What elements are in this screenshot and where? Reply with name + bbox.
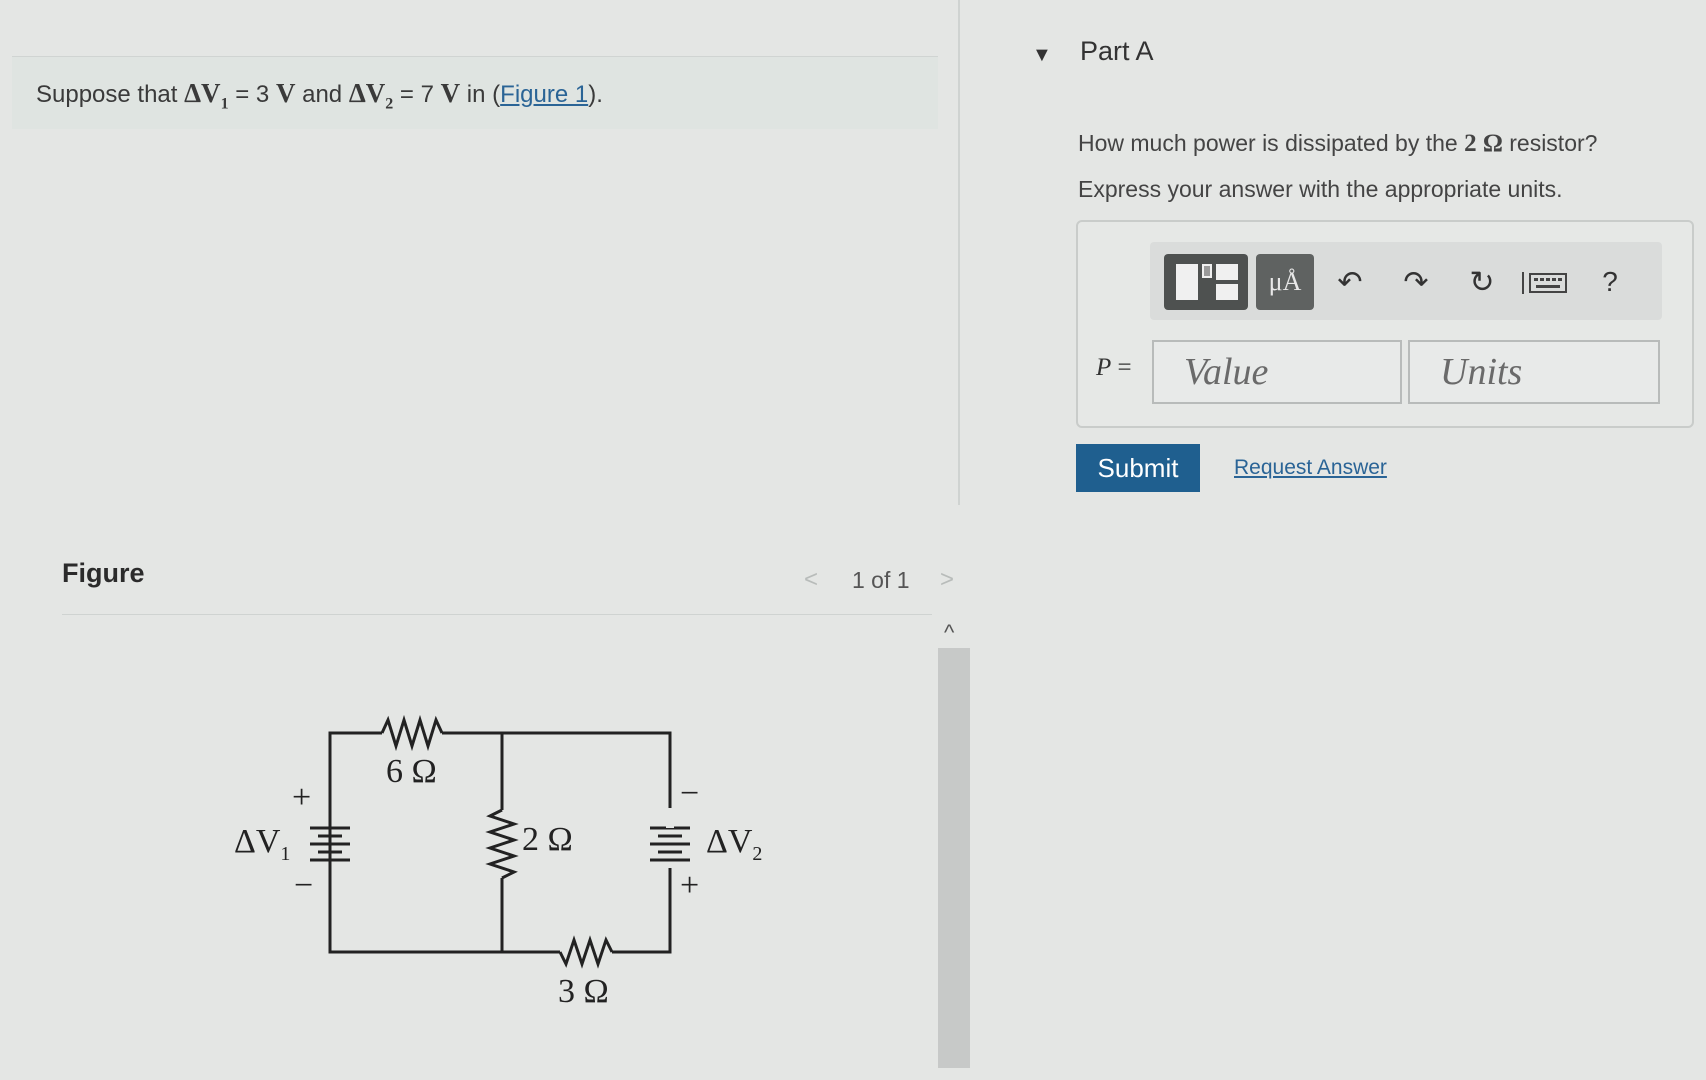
redo-icon[interactable]: ↷ [1403,265,1429,299]
figure-link[interactable]: Figure 1 [500,81,589,108]
units-input[interactable] [1408,340,1660,404]
v2-label: ΔV2 [706,823,762,865]
part-title[interactable]: Part A [1080,36,1154,66]
undo-icon[interactable]: ↶ [1337,265,1363,299]
problem-statement-box [12,56,938,129]
wire-top-left [328,731,382,934]
wire-left-bottom [328,934,334,954]
resistor-2-ohm [485,808,519,880]
battery-v2 [650,790,690,885]
circuit-diagram: 6 Ω 2 Ω 3 Ω + − ΔV1 − + ΔV2 [234,714,762,1010]
v1-label: ΔV1 [234,823,290,865]
next-figure-button[interactable]: > [940,566,955,593]
prev-figure-button[interactable]: < [804,566,819,593]
resistor-6-ohm [380,714,444,752]
resistor-3-ohm-label: 3 Ω [558,973,609,1010]
battery-v1 [310,826,350,862]
resistor-2-ohm-label: 2 Ω [522,821,573,858]
instruction-text: Express your answer with the appropriate… [1078,176,1563,202]
resistor-3-ohm [558,935,614,969]
problem-statement: Suppose that ΔV1 = 3 V and ΔV2 = 7 V in … [36,78,603,113]
value-input[interactable] [1152,340,1402,404]
keyboard-icon[interactable] [1520,268,1570,298]
figure-pager: 1 of 1 [852,567,910,593]
request-answer-link[interactable]: Request Answer [1234,456,1387,479]
resistor-6-ohm-label: 6 Ω [386,753,437,790]
units-button[interactable]: μÅ [1256,254,1314,310]
reset-icon[interactable]: ↻ [1469,265,1495,299]
v1-plus-sign: + [292,779,311,816]
figure-header: Figure [62,558,145,588]
collapse-caret-icon[interactable]: ▼ [1032,44,1052,66]
v2-minus-sign: − [680,775,699,812]
wire-bottom-right [612,885,672,954]
submit-button[interactable]: Submit [1076,444,1200,492]
v1-minus-sign: − [294,867,313,904]
templates-button[interactable] [1164,254,1248,310]
figure-divider [62,614,932,615]
help-icon[interactable]: ? [1602,266,1618,297]
v2-plus-sign: + [680,867,699,904]
scroll-up-icon[interactable]: ^ [944,620,955,645]
answer-variable-label: P = [1096,354,1132,381]
figure-scrollbar[interactable] [938,648,970,1068]
wire-top [442,731,672,790]
question-text: How much power is dissipated by the 2 Ω … [1078,130,1598,157]
panel-divider [958,0,960,505]
templates-icon [1176,264,1198,300]
